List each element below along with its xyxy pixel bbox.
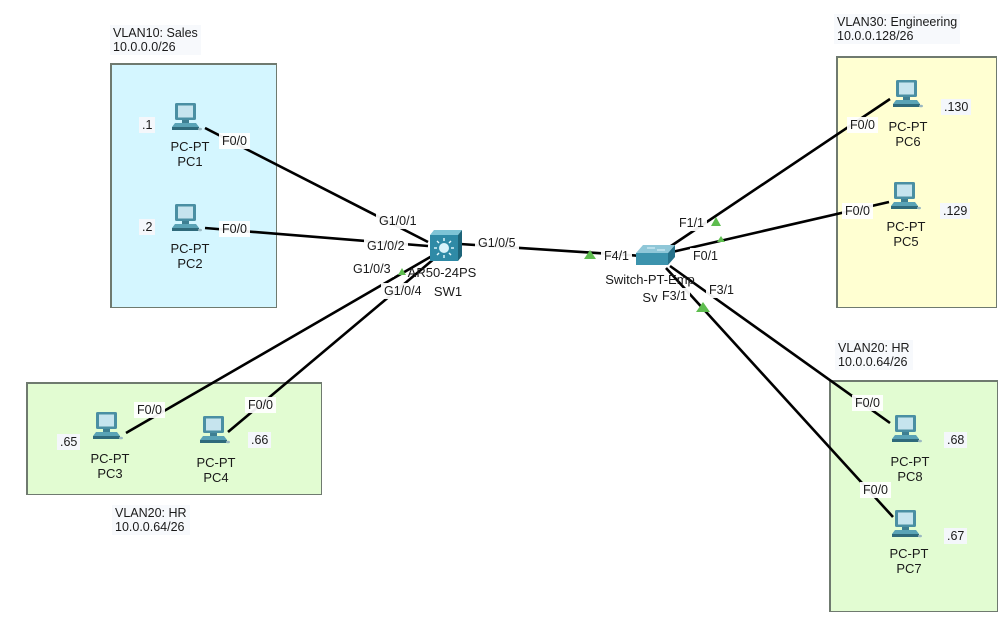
pc3-ip-label: .65: [57, 434, 81, 450]
pc4-label: PC-PT PC4: [197, 455, 236, 485]
pc7-port-label: F0/0: [860, 482, 892, 498]
pc5-ip-label: .129: [940, 203, 971, 219]
sw2-port-f1-1: F1/1: [676, 215, 708, 231]
link-up-indicator: [711, 217, 721, 226]
pc2-name: PC2: [177, 256, 203, 271]
note-sales-subnet: 10.0.0.0/26: [113, 40, 176, 54]
note-hr-right-title: VLAN20: HR: [838, 341, 910, 355]
sw1-model: AR50-24PS: [407, 265, 477, 280]
pc8-name: PC8: [897, 469, 923, 484]
pc6-name: PC6: [895, 134, 921, 149]
pc6-ip-label: .130: [941, 99, 972, 115]
note-sales-title: VLAN10: Sales: [113, 26, 198, 40]
pc2-model: PC-PT: [170, 241, 210, 256]
pc3-model: PC-PT: [90, 451, 130, 466]
sw1-port-g1-0-4: G1/0/4: [381, 283, 425, 299]
pc8-port-label: F0/0: [852, 395, 884, 411]
pc1-name: PC1: [177, 154, 203, 169]
pc5-port-label: F0/0: [842, 203, 874, 219]
multilayer-switch-icon[interactable]: [428, 227, 462, 263]
switch-icon[interactable]: [635, 243, 677, 269]
note-engineering: VLAN30: Engineering 10.0.0.128/26: [834, 14, 961, 44]
pc3-label: PC-PT PC3: [91, 451, 130, 481]
pc4-port-label: F0/0: [245, 397, 277, 413]
pc5-icon[interactable]: [888, 180, 922, 214]
pc6-label: PC-PT PC6: [889, 119, 928, 149]
link-sw2-pc7[interactable]: [665, 267, 894, 518]
pc7-label: PC-PT PC7: [890, 546, 929, 576]
sw1-port-g1-0-3: G1/0/3: [350, 261, 394, 277]
note-engineering-subnet: 10.0.0.128/26: [837, 29, 914, 43]
pc8-label: PC-PT PC8: [891, 454, 930, 484]
pc6-icon[interactable]: [890, 78, 924, 112]
pc3-port-label: F0/0: [134, 402, 166, 418]
pc5-label: PC-PT PC5: [887, 219, 926, 249]
pc5-model: PC-PT: [886, 219, 926, 234]
pc2-label: PC-PT PC2: [171, 241, 210, 271]
pc3-name: PC3: [97, 466, 123, 481]
sw1-port-g1-0-2: G1/0/2: [364, 238, 408, 254]
note-hr-right: VLAN20: HR 10.0.0.64/26: [835, 340, 913, 370]
pc7-model: PC-PT: [889, 546, 929, 561]
sw2-port-f3-1-right: F3/1: [706, 282, 738, 298]
link-up-indicator: [584, 250, 596, 259]
note-hr-right-subnet: 10.0.0.64/26: [838, 355, 908, 369]
pc4-ip-label: .66: [248, 432, 272, 448]
area-vlan30-engineering: [836, 56, 997, 308]
link-up-indicator: [696, 302, 710, 312]
pc7-icon[interactable]: [889, 508, 923, 542]
pc4-name: PC4: [203, 470, 229, 485]
pc8-icon[interactable]: [889, 413, 923, 447]
sw1-port-g1-0-5: G1/0/5: [475, 235, 519, 251]
link-up-indicator: [398, 268, 406, 275]
pc2-port-label: F0/0: [219, 221, 251, 237]
pc1-ip-label: .1: [139, 117, 156, 133]
pc4-model: PC-PT: [196, 455, 236, 470]
pc1-model: PC-PT: [170, 139, 210, 154]
sw2-model: Switch-PT-Emp: [605, 272, 695, 287]
pc1-port-label: F0/0: [219, 133, 251, 149]
sw2-port-f0-1: F0/1: [690, 248, 722, 264]
pc2-icon[interactable]: [169, 202, 203, 236]
pc4-icon[interactable]: [197, 414, 231, 448]
pc3-icon[interactable]: [90, 410, 124, 444]
pc5-name: PC5: [893, 234, 919, 249]
pc1-label: PC-PT PC1: [171, 139, 210, 169]
pc7-name: PC7: [896, 561, 922, 576]
sw2-name: Sv: [642, 290, 658, 305]
pc6-port-label: F0/0: [847, 117, 879, 133]
sw2-port-f4-1: F4/1: [601, 248, 633, 264]
sw2-port-f3-1-left: F3/1: [659, 288, 691, 304]
sw1-name: SW1: [433, 284, 463, 299]
pc6-model: PC-PT: [888, 119, 928, 134]
pc1-icon[interactable]: [169, 101, 203, 135]
pc8-ip-label: .68: [944, 432, 968, 448]
link-up-indicator: [717, 236, 725, 242]
pc2-ip-label: .2: [139, 219, 156, 235]
pc7-ip-label: .67: [944, 528, 968, 544]
note-hr-left: VLAN20: HR 10.0.0.64/26: [112, 505, 190, 535]
sw1-port-g1-0-1: G1/0/1: [376, 213, 420, 229]
pc8-model: PC-PT: [890, 454, 930, 469]
note-sales: VLAN10: Sales 10.0.0.0/26: [110, 25, 201, 55]
note-hr-left-subnet: 10.0.0.64/26: [115, 520, 185, 534]
note-engineering-title: VLAN30: Engineering: [837, 15, 958, 29]
note-hr-left-title: VLAN20: HR: [115, 506, 187, 520]
